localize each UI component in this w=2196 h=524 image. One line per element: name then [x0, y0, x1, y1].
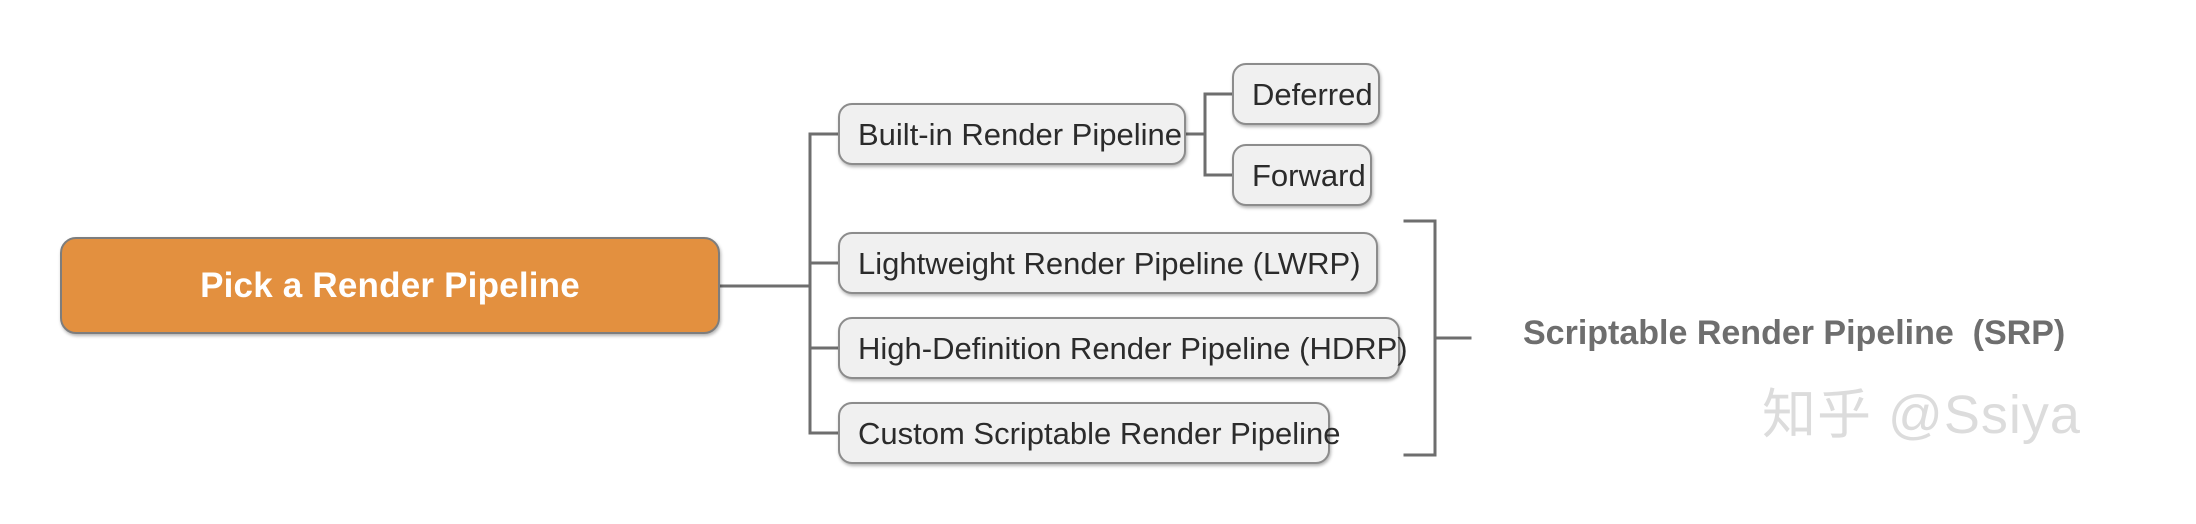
node-deferred[interactable]: Deferred — [1232, 63, 1380, 125]
node-high-definition-render-pipeline[interactable]: High-Definition Render Pipeline (HDRP) — [838, 317, 1408, 379]
node-lightweight-render-pipeline-label: Lightweight Render Pipeline (LWRP) — [858, 245, 1361, 281]
node-forward-label: Forward — [1252, 157, 1366, 193]
node-deferred-label: Deferred — [1252, 76, 1373, 112]
node-custom-scriptable-render-pipeline-label: Custom Scriptable Render Pipeline — [858, 415, 1341, 451]
group-label-srp: Scriptable Render Pipeline (SRP) — [1523, 314, 2066, 352]
node-builtin-render-pipeline[interactable]: Built-in Render Pipeline — [838, 103, 1186, 165]
node-root[interactable]: Pick a Render Pipeline — [60, 237, 720, 334]
node-root-label: Pick a Render Pipeline — [200, 266, 580, 305]
watermark: 知乎 @Ssiya — [1762, 385, 2081, 445]
node-custom-scriptable-render-pipeline[interactable]: Custom Scriptable Render Pipeline — [838, 402, 1340, 464]
node-high-definition-render-pipeline-label: High-Definition Render Pipeline (HDRP) — [858, 330, 1408, 366]
node-forward[interactable]: Forward — [1232, 144, 1372, 206]
node-lightweight-render-pipeline[interactable]: Lightweight Render Pipeline (LWRP) — [838, 232, 1378, 294]
node-builtin-render-pipeline-label: Built-in Render Pipeline — [858, 116, 1182, 152]
